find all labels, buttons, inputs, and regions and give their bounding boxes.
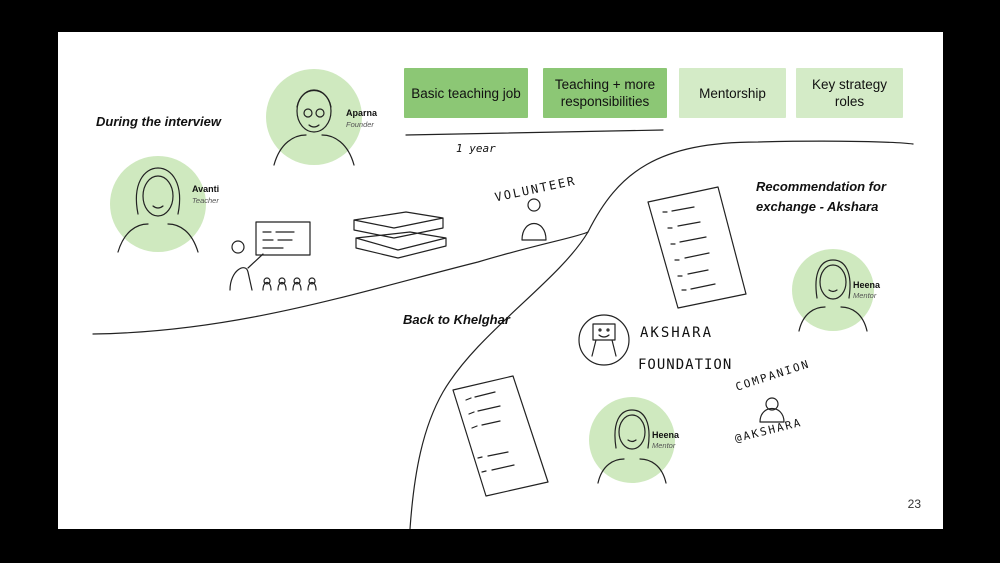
heena-top-role: Mentor <box>853 291 877 300</box>
portrait-circles <box>110 69 874 483</box>
sketch-layer <box>92 69 914 529</box>
volunteer-figure-icon <box>527 198 541 212</box>
stage-key-strategy-roles: Key strategy roles <box>796 68 903 118</box>
whiteboard-icon <box>255 221 311 256</box>
heena-top-portrait <box>798 259 868 332</box>
akshara-logo-icon <box>578 314 630 366</box>
road-line-left <box>92 231 589 335</box>
heading-back-to-khelghar: Back to Khelghar <box>403 312 510 327</box>
checklist-icon-top <box>647 186 747 309</box>
heena-top-name: Heena <box>853 280 881 290</box>
aparna-name: Aparna <box>346 108 378 118</box>
checklist-icon-bottom <box>452 375 549 497</box>
stage-basic-teaching-job: Basic teaching job <box>404 68 528 118</box>
akshara-label: AKSHARA <box>640 325 714 341</box>
avanti-name: Avanti <box>192 184 220 194</box>
page-number: 23 <box>907 497 921 511</box>
road-line-lower <box>409 231 589 529</box>
avanti-role: Teacher <box>192 196 219 205</box>
heena-bottom-name: Heena <box>652 430 680 440</box>
companion-figure-icon <box>765 397 779 411</box>
slide: Basic teaching job Teaching + more respo… <box>58 32 943 529</box>
heena-bottom-role: Mentor <box>652 441 676 450</box>
stage-mentorship: Mentorship <box>679 68 786 118</box>
aparna-role: Founder <box>346 120 374 129</box>
timeline-duration-label: 1 year <box>456 142 496 155</box>
avanti-portrait <box>117 167 199 253</box>
timeline-line <box>405 129 664 136</box>
heading-recommendation: Recommendation for exchange - Akshara <box>756 179 887 214</box>
heena-bottom-portrait <box>597 409 667 484</box>
road-line-fork <box>587 140 914 233</box>
aparna-portrait <box>273 89 355 166</box>
heading-during-interview: During the interview <box>96 114 221 129</box>
stage-teaching-more-responsibilities: Teaching + more responsibilities <box>543 68 667 118</box>
foundation-label: FOUNDATION <box>638 357 733 373</box>
books-icon <box>353 211 447 259</box>
